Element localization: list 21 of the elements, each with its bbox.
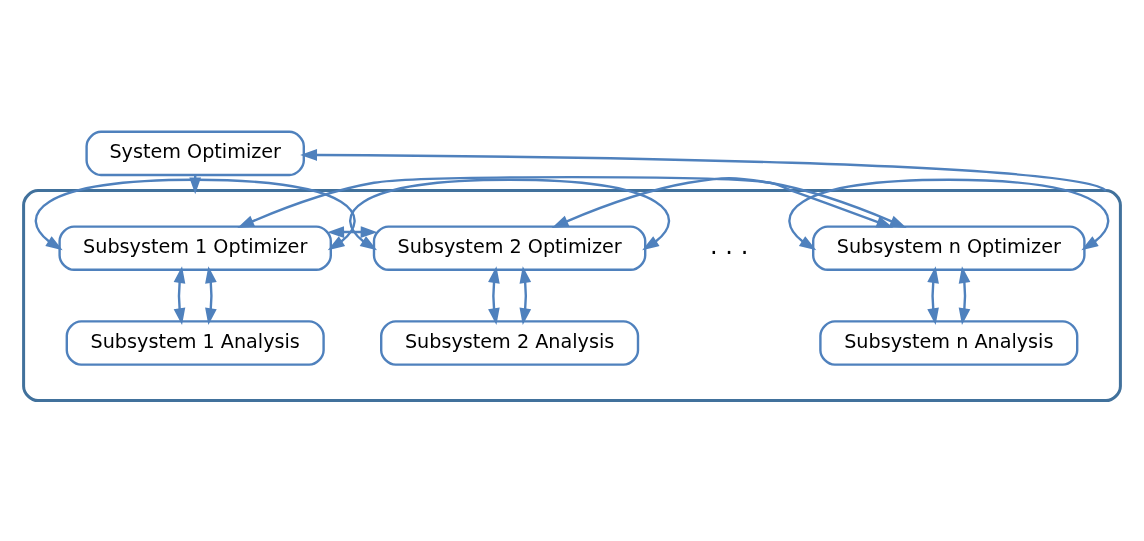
arrow xyxy=(34,178,356,250)
node-box: Subsystem 2 Optimizer xyxy=(372,224,647,271)
node-box: Subsystem 2 Analysis xyxy=(380,319,640,366)
arrow xyxy=(958,265,971,325)
arrow xyxy=(519,265,532,325)
arrow xyxy=(237,175,894,228)
node-box: Subsystem n Optimizer xyxy=(812,224,1086,271)
arrow xyxy=(300,148,1107,192)
arrow xyxy=(173,265,186,325)
arrow xyxy=(788,178,1110,250)
node-box: Subsystem 1 Analysis xyxy=(65,319,325,366)
arrow xyxy=(927,265,939,325)
node-box: Subsystem n Analysis xyxy=(819,319,1079,366)
node-box: Subsystem 1 Optimizer xyxy=(58,224,332,271)
cluster xyxy=(22,188,1122,402)
arrow xyxy=(488,265,500,325)
arrow xyxy=(551,176,907,228)
arrow xyxy=(327,225,378,238)
arrow xyxy=(349,178,671,250)
label: . . . xyxy=(710,231,749,260)
arrow xyxy=(205,265,217,325)
